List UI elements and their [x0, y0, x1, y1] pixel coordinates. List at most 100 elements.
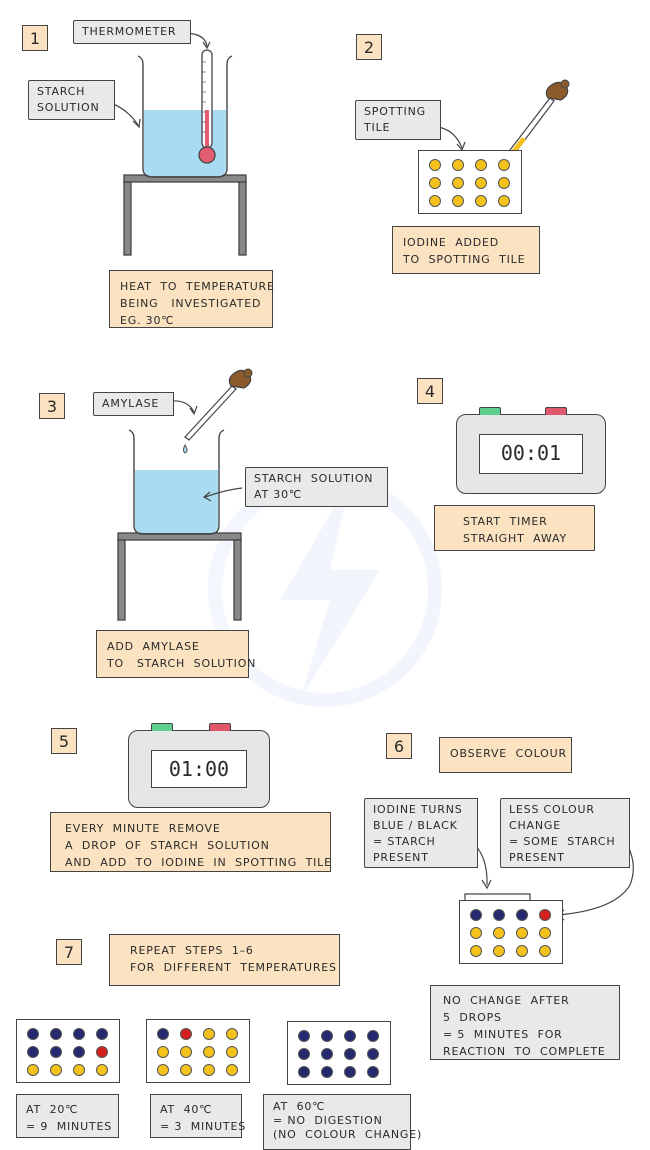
timer-display-4: 00:01 [479, 434, 583, 474]
yellow-dot [470, 945, 482, 957]
navy-dot [298, 1066, 310, 1078]
timer-red-button [545, 407, 567, 415]
red-dot [96, 1046, 108, 1058]
yellow-dot [452, 177, 464, 189]
yellow-dot [203, 1028, 215, 1040]
navy-dot [344, 1066, 356, 1078]
result-60c: AT 60℃ = NO DIGESTION (NO COLOUR CHANGE) [263, 1094, 421, 1150]
spotting-tile-step-6 [459, 900, 563, 964]
timer-green-button [479, 407, 501, 415]
yellow-dot [452, 159, 464, 171]
red-dot [180, 1028, 192, 1040]
navy-dot [367, 1030, 379, 1042]
step-number-6: 6 [386, 733, 412, 759]
navy-dot [344, 1048, 356, 1060]
navy-dot [27, 1028, 39, 1040]
navy-dot [344, 1030, 356, 1042]
starch-solution-label-3: STARCH SOLUTION AT 30℃ [245, 467, 389, 507]
repeat-steps-note: REPEAT STEPS 1–6 FOR DIFFERENT TEMPERATU… [109, 934, 340, 986]
yellow-dot [470, 927, 482, 939]
navy-dot [73, 1028, 85, 1040]
yellow-dot [180, 1046, 192, 1058]
spotting-tile-20c [16, 1019, 120, 1083]
no-change-result: NO CHANGE AFTER 5 DROPS = 5 MINUTES FOR … [430, 985, 620, 1060]
iodine-pipette [506, 79, 570, 161]
starch-solution-label-1: STARCH SOLUTION [28, 80, 115, 120]
timer-step-5: 01:00 [128, 723, 270, 808]
yellow-dot [493, 927, 505, 939]
yellow-dot [539, 945, 551, 957]
yellow-dot [429, 195, 441, 207]
timer-display-5: 01:00 [151, 750, 247, 788]
yellow-dot [452, 195, 464, 207]
less-colour-label: LESS COLOUR CHANGE = SOME STARCH PRESENT [500, 798, 631, 868]
yellow-dot [475, 177, 487, 189]
navy-dot [470, 909, 482, 921]
amylase-pipette [183, 368, 253, 454]
navy-dot [321, 1066, 333, 1078]
step-number-2: 2 [356, 34, 382, 60]
yellow-dot [27, 1064, 39, 1076]
yellow-dot [493, 945, 505, 957]
yellow-dot [475, 159, 487, 171]
navy-dot [50, 1046, 62, 1058]
spotting-tile-40c [146, 1019, 250, 1083]
step-number-4: 4 [417, 378, 443, 404]
yellow-dot [203, 1046, 215, 1058]
yellow-dot [157, 1046, 169, 1058]
navy-dot [493, 909, 505, 921]
yellow-dot [498, 195, 510, 207]
yellow-dot [73, 1064, 85, 1076]
yellow-dot [498, 159, 510, 171]
yellow-dot [498, 177, 510, 189]
navy-dot [298, 1048, 310, 1060]
observe-colour-note: OBSERVE COLOUR [439, 737, 572, 773]
step-number-7: 7 [56, 939, 82, 965]
yellow-dot [96, 1064, 108, 1076]
yellow-dot [539, 927, 551, 939]
navy-dot [367, 1066, 379, 1078]
red-dot [539, 909, 551, 921]
heat-note: HEAT TO TEMPERATURE BEING INVESTIGATED E… [109, 270, 274, 328]
iodine-added-note: IODINE ADDED TO SPOTTING TILE [392, 226, 540, 274]
timer-red-button [209, 723, 231, 731]
navy-dot [516, 909, 528, 921]
yellow-dot [226, 1064, 238, 1076]
navy-dot [157, 1028, 169, 1040]
yellow-dot [50, 1064, 62, 1076]
thermometer-drawing [198, 49, 216, 164]
start-timer-note: START TIMER STRAIGHT AWAY [434, 505, 595, 551]
timer-step-4: 00:01 [456, 407, 606, 494]
amylase-label: AMYLASE [93, 392, 175, 416]
spotting-tile-step-2 [418, 150, 522, 214]
thermometer-label: THERMOMETER [73, 20, 192, 44]
yellow-dot [429, 159, 441, 171]
result-20c: AT 20℃ = 9 MINUTES [16, 1094, 119, 1138]
iodine-turns-label: IODINE TURNS BLUE / BLACK = STARCH PRESE… [364, 798, 478, 868]
yellow-dot [157, 1064, 169, 1076]
yellow-dot [226, 1046, 238, 1058]
navy-dot [96, 1028, 108, 1040]
navy-dot [321, 1030, 333, 1042]
beaker-3 [128, 429, 225, 535]
navy-dot [298, 1030, 310, 1042]
spotting-tile-label: SPOTTING TILE [355, 100, 441, 140]
spotting-tile-60c [287, 1021, 391, 1085]
yellow-dot [203, 1064, 215, 1076]
yellow-dot [429, 177, 441, 189]
navy-dot [50, 1028, 62, 1040]
beaker-1 [137, 55, 233, 178]
yellow-dot [475, 195, 487, 207]
timer-green-button [151, 723, 173, 731]
yellow-dot [180, 1064, 192, 1076]
step-number-3: 3 [39, 393, 65, 419]
navy-dot [367, 1048, 379, 1060]
every-minute-note: EVERY MINUTE REMOVE A DROP OF STARCH SOL… [50, 812, 331, 872]
add-amylase-note: ADD AMYLASE TO STARCH SOLUTION [96, 630, 255, 678]
navy-dot [27, 1046, 39, 1058]
yellow-dot [226, 1028, 238, 1040]
result-40c: AT 40℃ = 3 MINUTES [150, 1094, 245, 1138]
yellow-dot [516, 945, 528, 957]
yellow-dot [516, 927, 528, 939]
navy-dot [73, 1046, 85, 1058]
